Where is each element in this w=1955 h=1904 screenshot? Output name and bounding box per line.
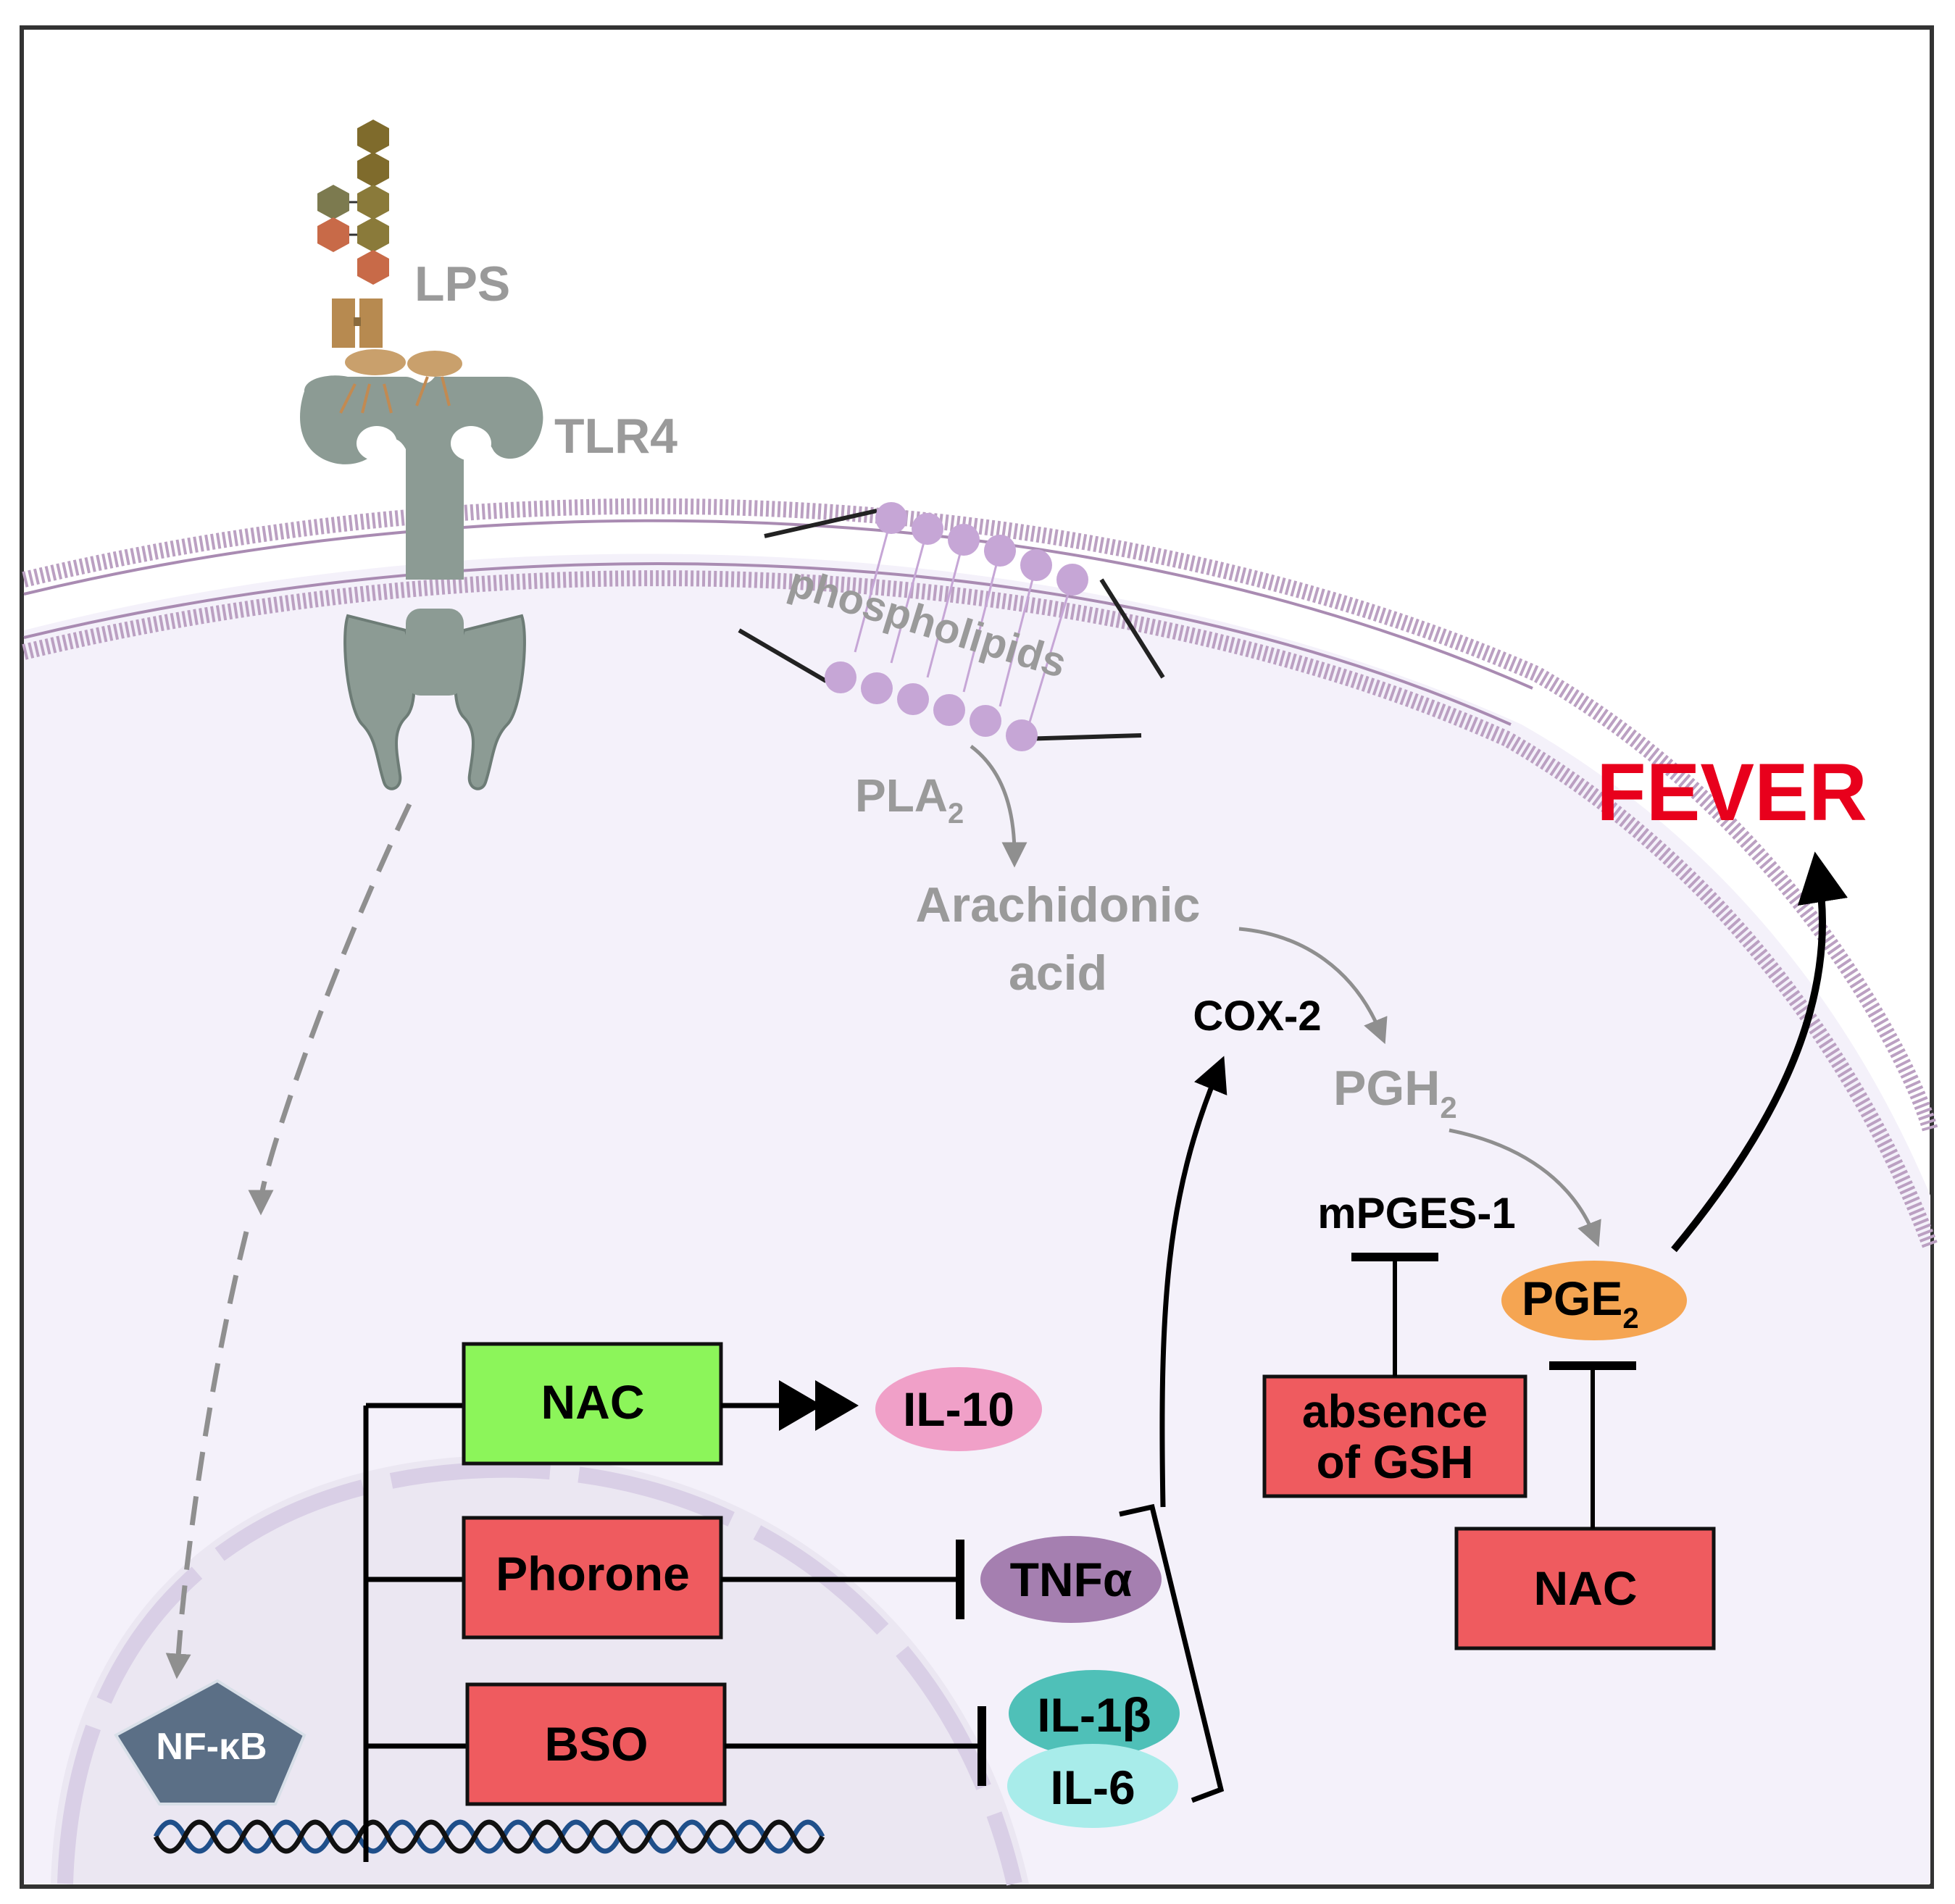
phorone-label: Phorone	[496, 1547, 690, 1600]
lps-molecule-icon	[317, 120, 462, 377]
pge2-ellipse	[1501, 1261, 1687, 1340]
cox2-label: COX-2	[1193, 993, 1321, 1040]
bso-box	[465, 1682, 727, 1806]
nucleus-envelope	[57, 1461, 1022, 1886]
pla2-arrow	[970, 745, 1027, 868]
nac-right-box	[1454, 1527, 1716, 1650]
mpges1-arrow	[1448, 1128, 1601, 1248]
phorone-box	[462, 1516, 723, 1640]
il10-ellipse	[875, 1367, 1042, 1451]
phospholipid-bilayer-icon	[738, 502, 1165, 751]
nac-left-label: NAC	[541, 1375, 645, 1429]
tnfa-label: TNFα	[1010, 1553, 1133, 1606]
mpges1-label: mPGES-1	[1317, 1189, 1515, 1237]
absence-of-gsh-box	[1262, 1374, 1527, 1498]
tlr4-receptor-icon	[300, 375, 543, 790]
il10-label: IL-10	[903, 1382, 1014, 1436]
tlr4-to-nfkb-dashed-arrow	[248, 803, 412, 1216]
absence-of-gsh-label-1: absence	[1302, 1385, 1488, 1437]
pla2-label: PLA2	[855, 769, 964, 830]
nfkb-pentagon	[114, 1679, 307, 1805]
fever-arrow	[1671, 851, 1848, 1253]
cytokine-bracket	[1119, 1503, 1225, 1803]
dna-helix-icon	[153, 1819, 825, 1854]
nucleus	[51, 1455, 1029, 1884]
il6-label: IL-6	[1050, 1761, 1135, 1814]
bso-label: BSO	[544, 1717, 648, 1771]
nfkb-label: NF-κB	[156, 1726, 267, 1768]
cell-membrane-inner	[22, 570, 1938, 1249]
pge2-label: PGE2	[1522, 1272, 1639, 1335]
fever-label: FEVER	[1596, 747, 1867, 838]
arachidonic-acid-label-1: Arachidonic	[916, 877, 1201, 932]
cox2-arrow	[1238, 927, 1388, 1045]
tlr4-label: TLR4	[554, 409, 678, 464]
cytokines-to-cox2-arrow	[1159, 1056, 1227, 1508]
double-arrowhead-icon	[779, 1380, 822, 1431]
regulation-branches	[363, 1403, 467, 1862]
absence-of-gsh-label-2: of GSH	[1317, 1436, 1474, 1488]
nac-right-label: NAC	[1534, 1561, 1638, 1615]
il6-ellipse	[1007, 1744, 1178, 1828]
il1b-label: IL-1β	[1037, 1688, 1151, 1742]
arachidonic-acid-label-2: acid	[1009, 945, 1107, 1001]
lps-label: LPS	[414, 256, 510, 312]
tnfa-ellipse	[980, 1536, 1162, 1623]
il1b-ellipse	[1009, 1670, 1180, 1757]
pgh2-label: PGH2	[1333, 1061, 1457, 1124]
